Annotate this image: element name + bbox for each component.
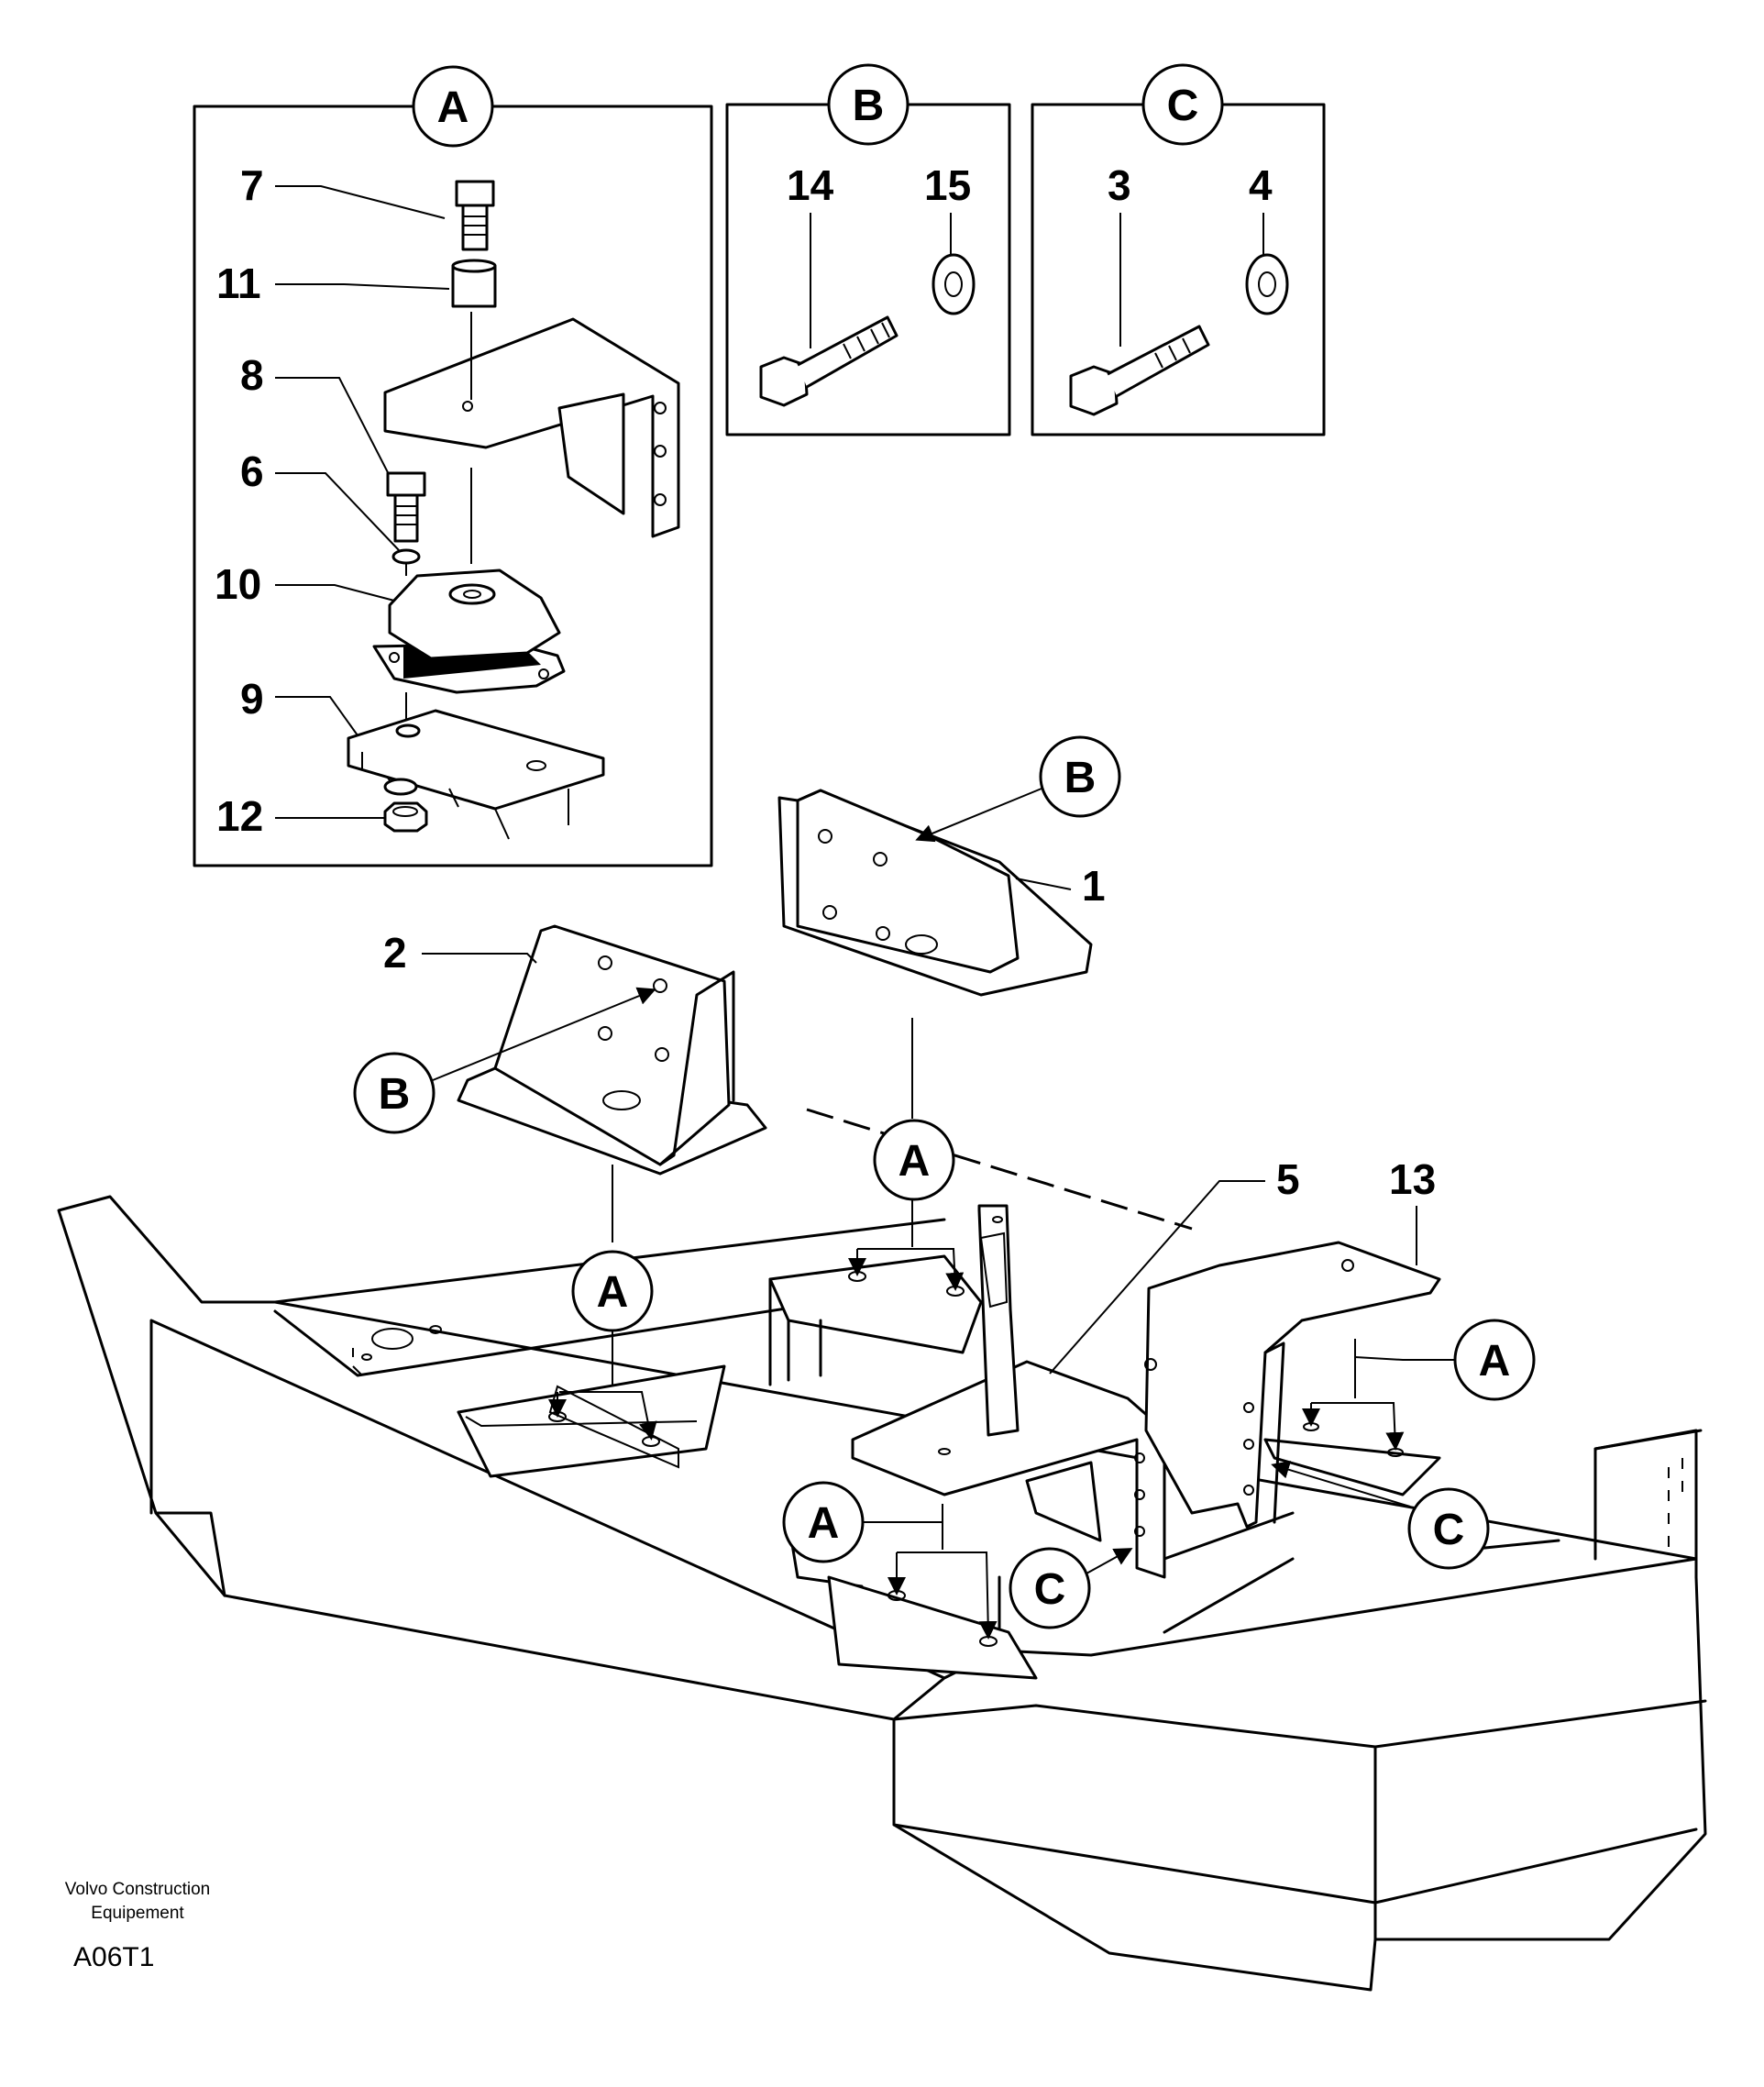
callout-9: 9 [240, 675, 264, 723]
rubber-mount-icon [372, 569, 566, 694]
washer-icon [932, 253, 976, 315]
bolt-icon [455, 180, 495, 251]
nut-icon [383, 801, 428, 833]
detail-panel-c: C 3 4 [1031, 63, 1326, 436]
callout-2: 2 [383, 929, 407, 977]
panel-c-letter: C [1167, 82, 1199, 130]
ref-marker-b-left: B [353, 987, 656, 1134]
panel-b-letter: B [853, 82, 885, 130]
svg-text:A: A [597, 1268, 629, 1317]
svg-text:C: C [1433, 1506, 1465, 1554]
svg-text:B: B [379, 1070, 411, 1119]
callout-8: 8 [240, 351, 264, 399]
callout-3: 3 [1108, 161, 1131, 209]
engine-bracket-icon [383, 312, 680, 564]
footer-block: Volvo Construction Equipement A06T1 [65, 1880, 210, 1972]
bolt-icon [759, 315, 899, 407]
spacer-icon [451, 259, 497, 308]
callout-5: 5 [1276, 1155, 1300, 1203]
bolt-icon [386, 471, 426, 543]
callout-13: 13 [1389, 1155, 1436, 1203]
mount-pad-1 [548, 1385, 679, 1469]
ref-marker-b-top: B [915, 735, 1121, 843]
callout-12: 12 [216, 792, 263, 840]
callout-7: 7 [240, 161, 264, 209]
panel-a-letter: A [437, 83, 469, 132]
washer-icon [391, 548, 421, 565]
mount-pad-3 [888, 1551, 998, 1647]
bracket-1 [777, 789, 1093, 997]
ref-marker-a-bottom: A [782, 1481, 943, 1563]
callout-10: 10 [215, 560, 261, 608]
svg-text:A: A [808, 1499, 840, 1548]
bracket-2 [457, 924, 767, 1176]
manufacturer-line1: Volvo Construction [65, 1880, 210, 1899]
svg-text:B: B [1064, 754, 1097, 802]
ref-marker-a-center: A [873, 1119, 955, 1201]
callout-15: 15 [924, 161, 971, 209]
washer-icon [383, 778, 418, 796]
mount-pad-2 [848, 1248, 965, 1297]
detail-panel-b: B 14 15 [725, 63, 1011, 436]
ref-marker-a-left: A [571, 1250, 654, 1332]
svg-text:A: A [899, 1137, 931, 1186]
svg-text:C: C [1034, 1565, 1066, 1614]
svg-text:A: A [1479, 1337, 1511, 1386]
callout-1: 1 [1082, 862, 1106, 910]
ref-marker-c-right: C [1271, 1461, 1490, 1570]
bracket-5 [851, 1204, 1166, 1579]
bolt-icon [1069, 325, 1210, 416]
callout-6: 6 [240, 447, 264, 495]
drawing-code: A06T1 [73, 1942, 154, 1972]
support-blocks [457, 1254, 1441, 1680]
detail-panel-a: A 7 11 8 6 10 9 12 [193, 65, 713, 867]
callout-14: 14 [787, 161, 834, 209]
callout-4: 4 [1249, 161, 1273, 209]
ref-marker-c-bottom: C [1009, 1547, 1133, 1629]
callout-11: 11 [216, 259, 261, 307]
manufacturer-line2: Equipement [91, 1904, 184, 1923]
ref-marker-a-right: A [1354, 1319, 1536, 1401]
main-assembly: 1 2 5 13 B B A A A [57, 735, 1707, 1992]
mount-pad-4 [1302, 1402, 1405, 1457]
washer-icon [1245, 253, 1289, 315]
